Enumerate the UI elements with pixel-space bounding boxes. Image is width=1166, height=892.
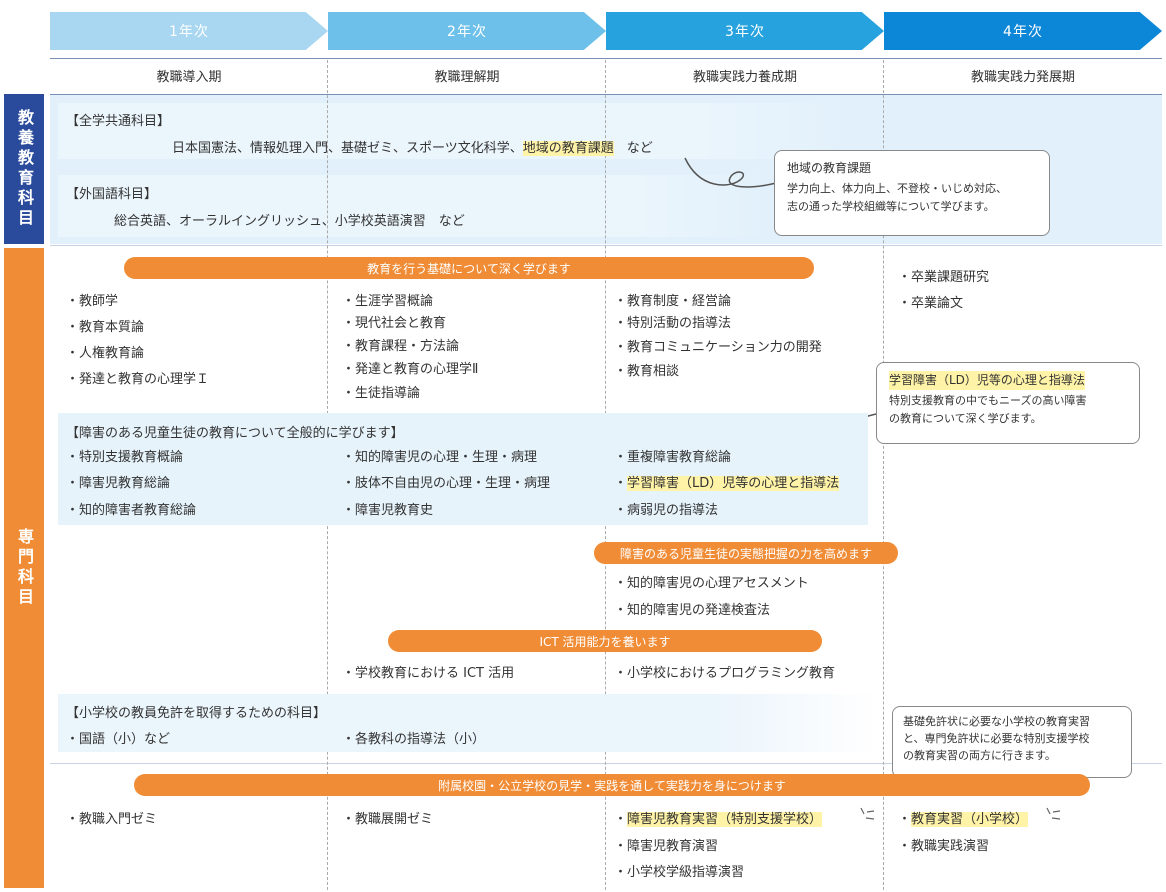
common-highlight: 地域の教育課題 xyxy=(522,141,614,156)
common-subjects: 日本国憲法、情報処理入門、基礎ゼミ、スポーツ文化科学、地域の教育課題 など xyxy=(172,137,653,156)
list-item: ・知的障害児の発達検査法 xyxy=(614,603,771,618)
curl-connector xyxy=(684,157,781,188)
list-item: ・卒業課題研究 xyxy=(898,270,990,285)
period-4: 教職実践力発展期 xyxy=(970,70,1075,85)
list-item: ・教育課程・方法論 xyxy=(342,339,460,354)
section-divider xyxy=(50,245,1162,246)
pill-foundation: 教育を行う基礎について深く学びます xyxy=(124,257,814,279)
period-3: 教職実践力養成期 xyxy=(692,70,797,85)
practice-divider xyxy=(50,763,1162,764)
year-label: 2年次 xyxy=(447,24,487,40)
list-item: ・病弱児の指導法 xyxy=(614,503,719,518)
emphasis-mark-icon xyxy=(860,807,875,820)
list-item-highlighted: ・教育実習（小学校） xyxy=(898,808,1029,827)
list-item-highlighted: ・障害児教育実習（特別支援学校） xyxy=(614,808,823,827)
period-2: 教職理解期 xyxy=(434,70,500,85)
header-rule xyxy=(50,58,1162,59)
year-arrow-4: 4年次 xyxy=(884,12,1162,50)
callout-line: 学力向上、体力向上、不登校・いじめ対応、 xyxy=(787,182,1007,196)
list-item: ・特別支援教育概論 xyxy=(66,450,184,465)
list-item: ・教職入門ゼミ xyxy=(66,812,158,827)
list-item: ・小学校学級指導演習 xyxy=(614,865,745,880)
callout-ld: 学習障害（LD）児等の心理と指導法 特別支援教育の中でもニーズの高い障害 の教育… xyxy=(876,362,1140,444)
year-label: 4年次 xyxy=(1003,24,1043,40)
callout-regional: 地域の教育課題 学力向上、体力向上、不登校・いじめ対応、 志の通った学校組織等に… xyxy=(774,150,1050,236)
list-item: ・教育制度・経営論 xyxy=(614,294,732,309)
column-divider xyxy=(883,60,884,890)
common-box xyxy=(58,103,858,159)
list-item: ・教職展開ゼミ xyxy=(342,812,434,827)
foreign-box xyxy=(58,175,778,237)
list-item: ・生涯学習概論 xyxy=(342,294,434,309)
callout-line: 基礎免許状に必要な小学校の教育実習 xyxy=(903,715,1090,728)
list-item: ・人権教育論 xyxy=(66,346,145,361)
highlight-text: 学習障害（LD）児等の心理と指導法 xyxy=(627,476,840,491)
list-item: ・肢体不自由児の心理・生理・病理 xyxy=(342,476,551,491)
sidebar-specialized: 専門科目 xyxy=(4,248,44,888)
pill-practice: 附属校園・公立学校の見学・実践を通して実践力を身につけます xyxy=(134,774,1090,796)
list-item: ・教育相談 xyxy=(614,364,680,379)
list-item: ・現代社会と教育 xyxy=(342,316,447,331)
common-text: 日本国憲法、情報処理入門、基礎ゼミ、スポーツ文化科学、 xyxy=(172,141,523,156)
callout-line: と、専門免許状に必要な特別支援学校 xyxy=(903,732,1090,746)
sped-band xyxy=(58,413,868,525)
list-item: ・国語（小）など xyxy=(66,732,171,747)
list-item: ・教育コミュニケーション力の開発 xyxy=(614,340,822,355)
list-item: ・障害児教育総論 xyxy=(66,476,171,491)
list-item: ・生徒指導論 xyxy=(342,386,421,401)
emphasis-mark-icon xyxy=(1046,807,1061,820)
list-item: ・知的障害者教育総論 xyxy=(66,503,197,518)
list-item: ・学校教育における ICT 活用 xyxy=(342,666,515,681)
sidebar-general: 教養教育科目 xyxy=(4,94,44,244)
list-item: ・教育本質論 xyxy=(66,320,145,335)
bullet: ・ xyxy=(614,476,628,491)
list-item: ・障害児教育演習 xyxy=(614,839,719,854)
year-arrow-2: 2年次 xyxy=(328,12,606,50)
callout-line: の教育について深く学びます。 xyxy=(889,411,1042,425)
callout-line: の教育実習の両方に行きます。 xyxy=(903,749,1056,763)
year-label: 3年次 xyxy=(725,24,765,40)
callout-title: 学習障害（LD）児等の心理と指導法 xyxy=(889,371,1085,391)
year-arrow-3: 3年次 xyxy=(606,12,884,50)
year-label: 1年次 xyxy=(169,24,209,40)
list-item: ・発達と教育の心理学Ｉ xyxy=(66,372,210,387)
list-item: ・知的障害児の心理アセスメント xyxy=(614,576,809,591)
list-item: ・教職実践演習 xyxy=(898,839,990,854)
highlight-text: 障害児教育実習（特別支援学校） xyxy=(627,812,823,827)
list-item: ・卒業論文 xyxy=(898,296,964,311)
foreign-subjects: 総合英語、オーラルイングリッシュ、小学校英語演習 など xyxy=(114,214,465,229)
period-1: 教職導入期 xyxy=(156,70,222,85)
list-item: ・小学校におけるプログラミング教育 xyxy=(614,666,836,681)
bullet: ・ xyxy=(898,812,912,827)
list-item: ・障害児教育史 xyxy=(342,503,434,518)
list-item: ・発達と教育の心理学Ⅱ xyxy=(342,362,479,377)
foreign-heading: 【外国語科目】 xyxy=(66,187,158,202)
elem-band xyxy=(58,694,878,752)
pill-assessment: 障害のある児童生徒の実態把握の力を高めます xyxy=(594,542,898,564)
sped-heading: 【障害のある児童生徒の教育について全般的に学びます】 xyxy=(66,426,404,441)
list-item: ・各教科の指導法（小） xyxy=(342,732,486,747)
list-item-highlighted: ・学習障害（LD）児等の心理と指導法 xyxy=(614,472,840,491)
common-suffix: など xyxy=(626,141,653,156)
list-item: ・知的障害児の心理・生理・病理 xyxy=(342,450,538,465)
period-rule xyxy=(50,94,1162,95)
list-item: ・重複障害教育総論 xyxy=(614,450,732,465)
callout-line: 特別支援教育の中でもニーズの高い障害 xyxy=(889,394,1087,408)
bullet: ・ xyxy=(614,812,628,827)
list-item: ・特別活動の指導法 xyxy=(614,316,732,331)
highlight-text: 教育実習（小学校） xyxy=(911,812,1029,827)
list-item: ・教師学 xyxy=(66,294,119,309)
common-heading: 【全学共通科目】 xyxy=(66,114,171,129)
callout-title: 地域の教育課題 xyxy=(787,161,872,175)
year-arrow-1: 1年次 xyxy=(50,12,328,50)
elem-heading: 【小学校の教員免許を取得するための科目】 xyxy=(66,706,327,721)
callout-practice: 基礎免許状に必要な小学校の教育実習 と、専門免許状に必要な特別支援学校 の教育実… xyxy=(892,706,1132,778)
pill-ict: ICT 活用能力を養います xyxy=(388,630,822,652)
callout-line: 志の通った学校組織等について学びます。 xyxy=(787,199,995,213)
